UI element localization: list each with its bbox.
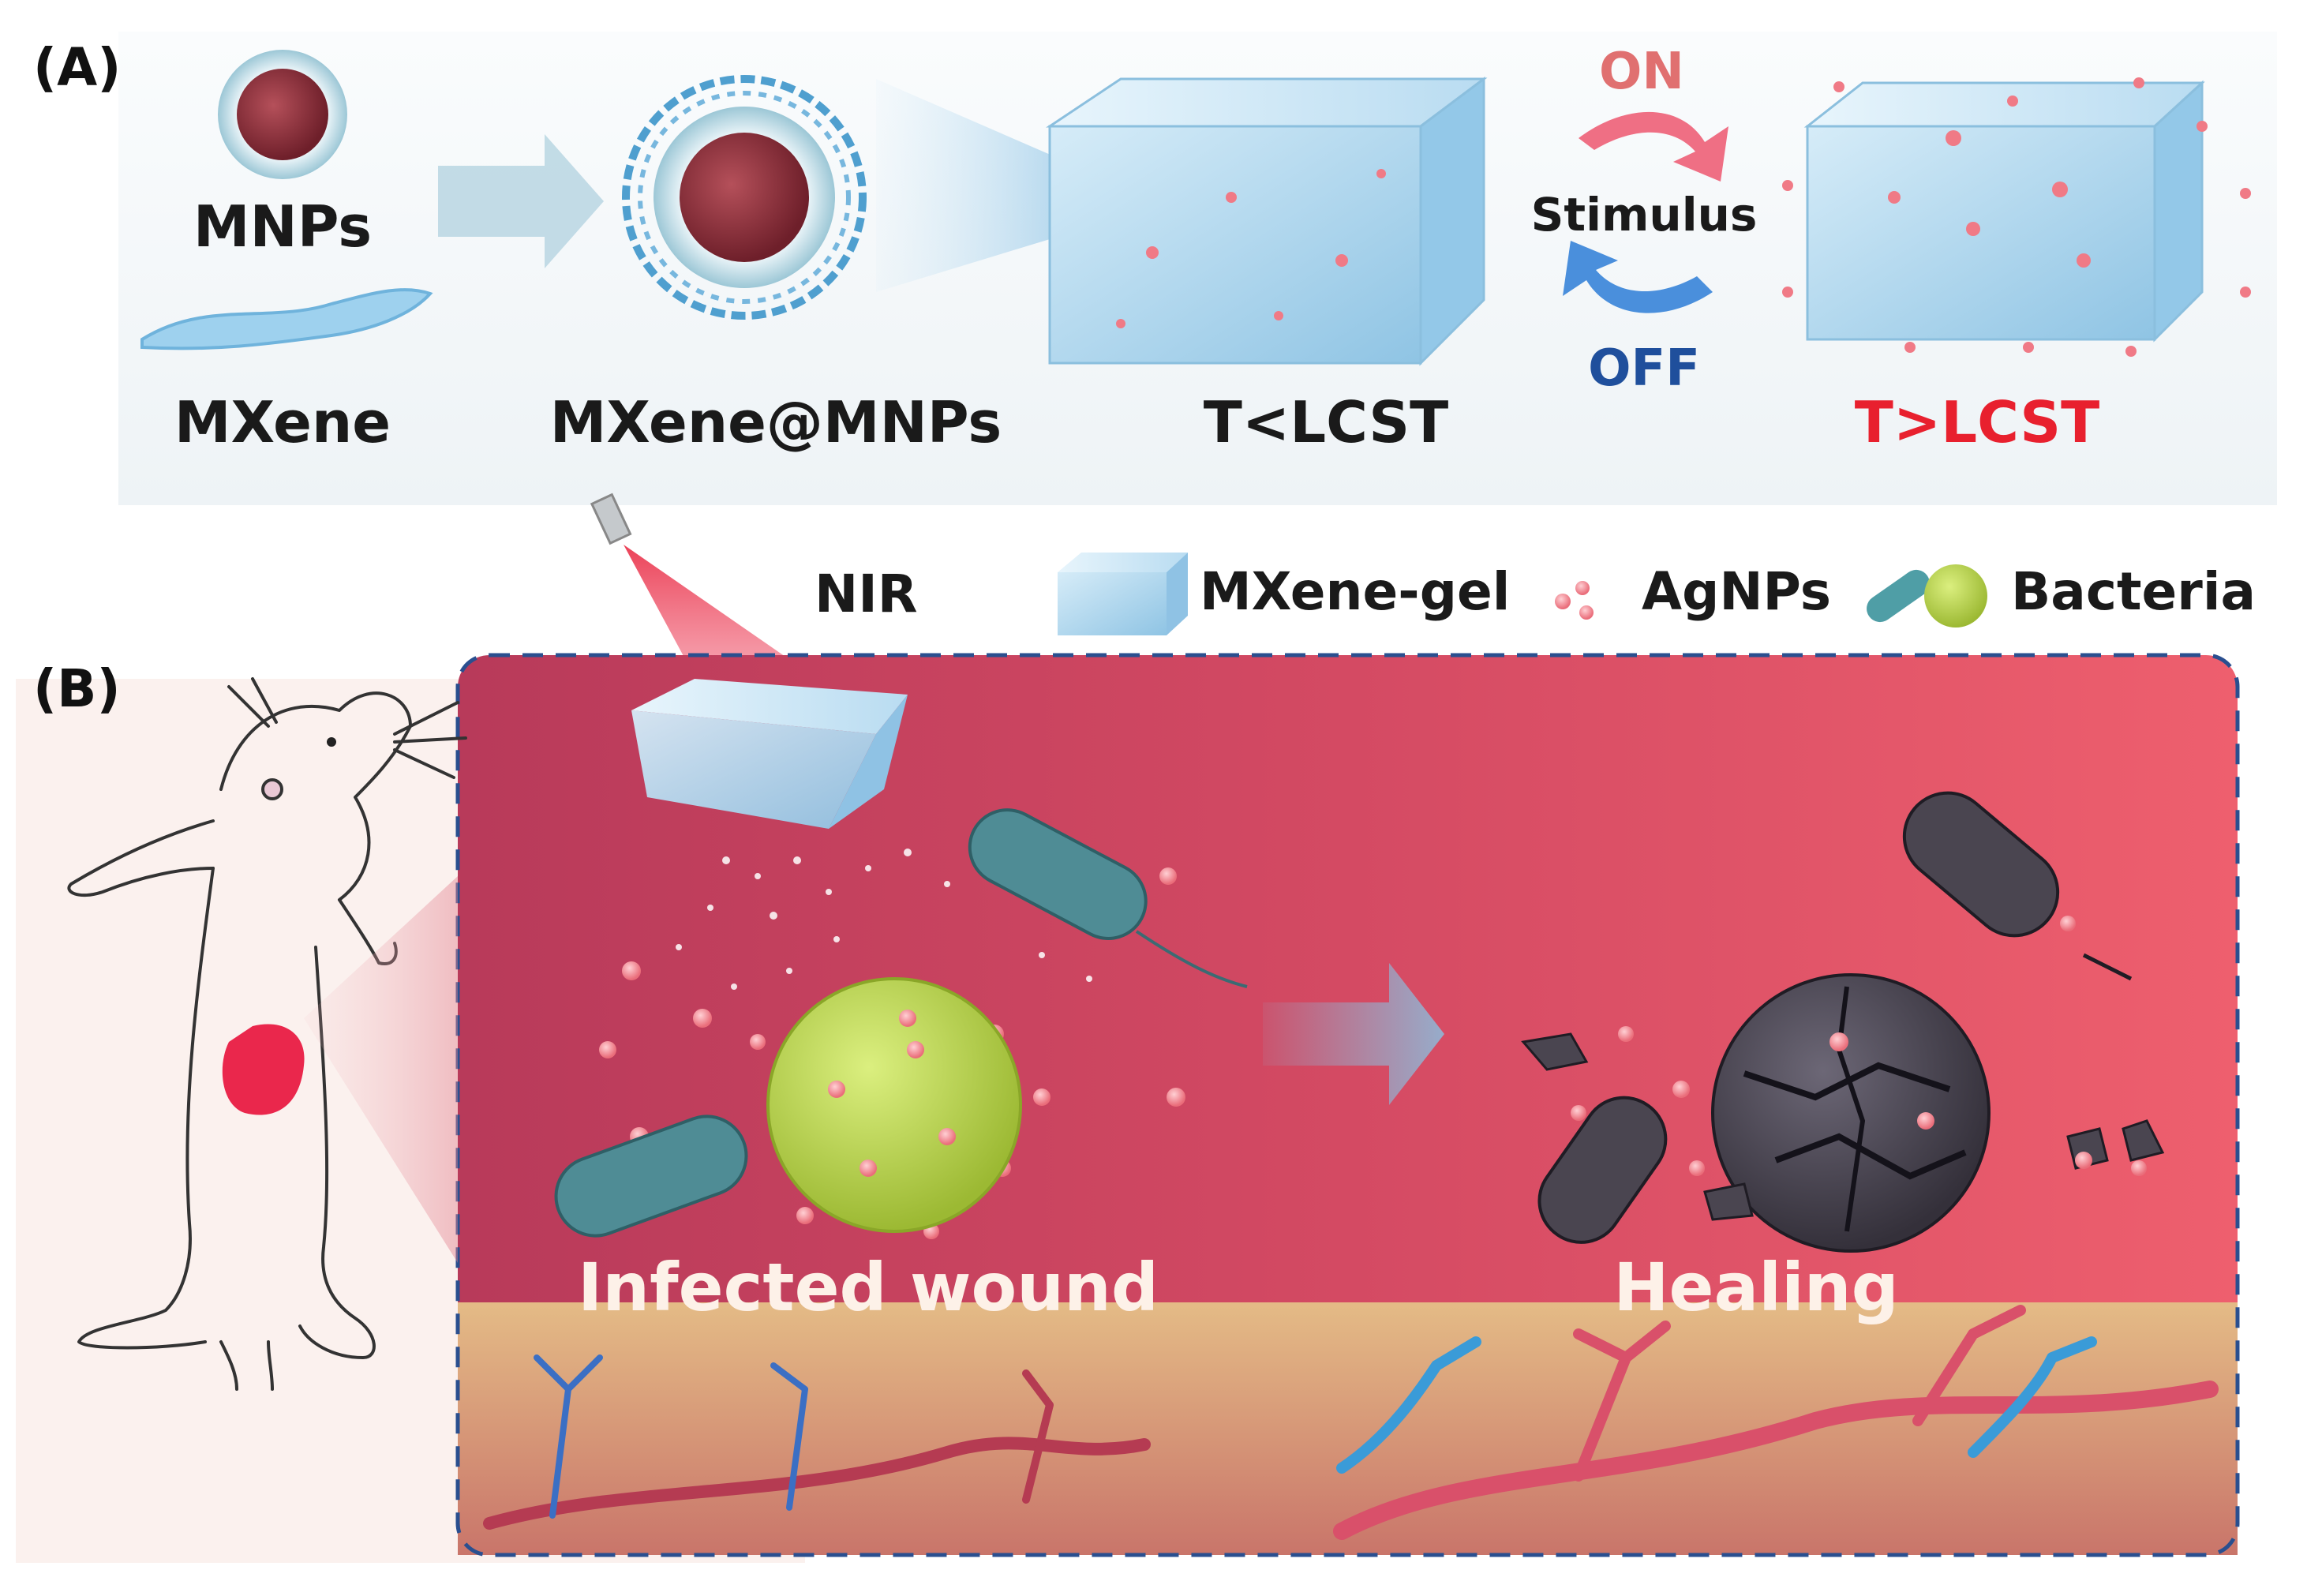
dead-rod-bacterium-top [1902, 791, 2133, 981]
dead-sphere-bacterium [1711, 973, 1991, 1253]
legend: NIR MXene-gel AgNPs Bacteria [590, 493, 2256, 750]
gel-block-hot [1782, 77, 2251, 357]
on-arrow [1579, 111, 1728, 182]
mxene-mnp-particle [622, 75, 867, 320]
legend-gel-label: MXene-gel [1200, 561, 1510, 622]
legend-agnps-icon [1555, 581, 1594, 620]
live-sphere-bacterium [766, 977, 1022, 1233]
stimulus-label: Stimulus [1531, 188, 1758, 242]
live-rod-bacterium-top [968, 808, 1248, 988]
applied-gel-block [631, 679, 908, 829]
healing-label: Healing [1613, 1249, 1898, 1326]
dead-rod-bacterium-bottom [1537, 1096, 1668, 1244]
wound-zone [455, 653, 2240, 1557]
transition-arrow [1263, 963, 1444, 1105]
mouse-illustration [67, 677, 467, 1391]
mnp-particle [218, 50, 347, 179]
blood-vessels [483, 1305, 2219, 1540]
mxene-label: MXene [174, 389, 391, 455]
loading-beam [876, 79, 1058, 292]
panel-b: (B) [16, 653, 2240, 1563]
legend-agnps-label: AgNPs [1642, 561, 1831, 622]
on-label: ON [1599, 43, 1684, 101]
infected-wound-label: Infected wound [578, 1249, 1159, 1326]
agnps-particles-right [1571, 916, 2147, 1176]
panel-a-label: (A) [33, 37, 121, 98]
panel-a: (A) MNPs MXene MXene@MNPs [33, 32, 2277, 505]
live-rod-bacterium-bottom [554, 1115, 748, 1238]
cold-state-label: T<LCST [1204, 389, 1448, 455]
off-arrow [1563, 241, 1713, 313]
gel-block-cold [1046, 77, 1488, 366]
legend-gel-icon [1058, 553, 1188, 635]
zoom-cone [304, 876, 458, 1263]
off-label: OFF [1588, 339, 1700, 398]
process-arrow [438, 134, 604, 268]
panel-b-label: (B) [33, 658, 121, 719]
wound-spot [222, 1024, 305, 1115]
hot-state-label: T>LCST [1855, 389, 2099, 455]
mxene-sheet [140, 288, 433, 350]
legend-bacteria-label: Bacteria [2011, 561, 2256, 622]
mnps-label: MNPs [193, 193, 372, 260]
nir-label: NIR [815, 564, 918, 624]
legend-bacteria-icon [1867, 564, 1987, 628]
released-particles [676, 849, 1092, 990]
mxene-mnps-label: MXene@MNPs [550, 389, 1002, 455]
